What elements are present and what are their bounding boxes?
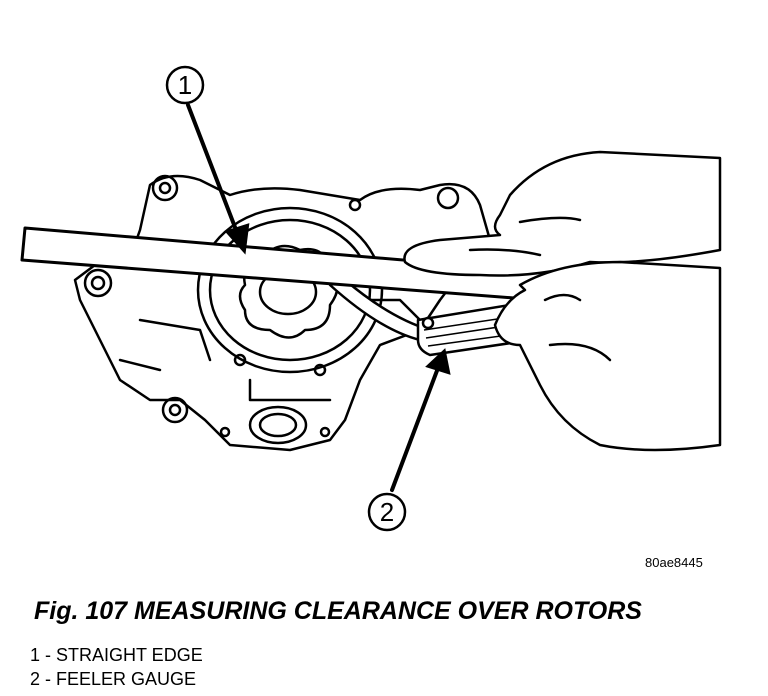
figure-legend: 1 - STRAIGHT EDGE 2 - FEELER GAUGE [30, 643, 203, 691]
svg-text:2: 2 [380, 497, 394, 527]
bolt-hole [436, 186, 460, 210]
figure-reference-code: 80ae8445 [645, 555, 703, 570]
bolt-hole [151, 174, 179, 202]
pump-illustration: 1 2 [20, 65, 722, 532]
callout-2: 2 [367, 492, 407, 532]
bolt-hole [83, 268, 113, 298]
callout-1-leader [186, 103, 240, 237]
outlet-port [248, 405, 308, 445]
legend-item: 2 - FEELER GAUGE [30, 669, 197, 689]
figure-caption: Fig. 107 MEASURING CLEARANCE OVER ROTORS [34, 597, 642, 625]
upper-hand [403, 150, 722, 277]
legend-item: 1 - STRAIGHT EDGE [30, 645, 203, 665]
pump-housing [73, 174, 492, 452]
lower-hand [493, 260, 722, 452]
callout-1: 1 [165, 65, 205, 105]
callout-2-leader [390, 366, 440, 492]
svg-text:1: 1 [178, 70, 192, 100]
rotor-cavity [196, 206, 384, 374]
bolt-hole [161, 396, 189, 424]
